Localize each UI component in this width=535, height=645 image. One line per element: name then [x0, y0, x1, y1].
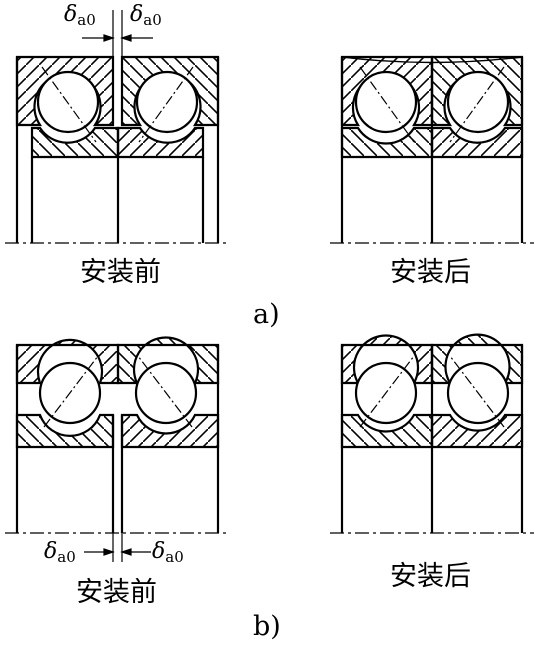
a-after-left-ball	[354, 70, 418, 134]
a-before-clearance-arrows	[82, 34, 153, 42]
b-after-left-outer-ring	[340, 334, 434, 385]
b-after-right-inner-ring	[430, 413, 524, 449]
b-before-right-outer-ring	[116, 336, 220, 385]
a-before-left-ball	[36, 70, 100, 134]
b-before-assembly	[5, 336, 230, 562]
b-after-label: 安装后	[390, 561, 471, 592]
a-caption: a)	[253, 299, 280, 330]
b-after-left-inner-ring	[340, 413, 434, 449]
b-after-assembly	[330, 333, 534, 534]
a-before-assembly	[5, 10, 230, 244]
b-before-right-inner-ring	[120, 413, 220, 449]
b-before-label: 安装前	[76, 577, 157, 608]
a-after-right-ball	[446, 70, 510, 134]
a-before-left-inner-ring	[30, 126, 120, 159]
b-right-clearance-symbol: δa0	[152, 539, 184, 567]
a-after-assembly	[330, 55, 534, 244]
a-before-label: 安装前	[80, 257, 161, 288]
b-left-clearance-symbol: δa0	[44, 539, 76, 567]
a-after-right-inner-ring	[430, 126, 524, 159]
a-before-right-inner-ring	[116, 126, 205, 159]
a-after-label: 安装后	[390, 257, 471, 288]
b-before-clearance-arrows	[84, 548, 151, 556]
a-left-clearance-symbol: δa0	[64, 2, 96, 30]
a-after-left-inner-ring	[340, 126, 434, 159]
a-right-clearance-symbol: δa0	[130, 2, 162, 30]
b-before-left-outer-ring	[15, 338, 120, 385]
b-after-right-outer-ring	[430, 333, 524, 385]
a-before-right-ball	[135, 70, 199, 134]
b-caption: b)	[253, 611, 281, 642]
b-before-left-inner-ring	[15, 413, 115, 449]
